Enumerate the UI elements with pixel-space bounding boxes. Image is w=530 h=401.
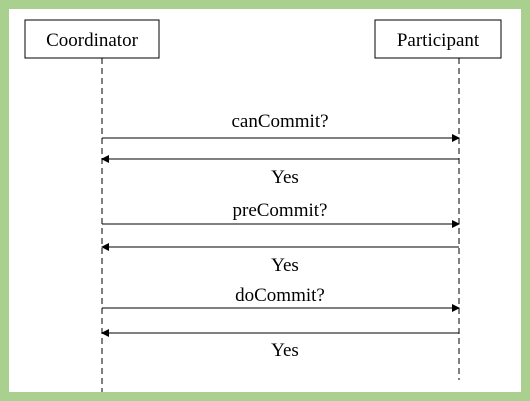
message-label: canCommit?	[231, 111, 328, 132]
message-label: doCommit?	[235, 285, 325, 306]
sequence-diagram: Coordinator Participant canCommit? Yes p…	[24, 19, 502, 392]
coordinator-box: Coordinator	[24, 19, 160, 59]
coordinator-label: Coordinator	[46, 30, 138, 51]
participant-box: Participant	[374, 19, 502, 59]
message-cancommit: canCommit?	[102, 111, 460, 142]
participant-label: Participant	[397, 30, 480, 51]
message-yes-2: Yes	[101, 243, 459, 276]
message-label: Yes	[271, 167, 299, 188]
message-label: preCommit?	[233, 200, 328, 221]
message-label: Yes	[271, 340, 299, 361]
message-precommit: preCommit?	[102, 200, 460, 228]
message-yes-3: Yes	[101, 329, 459, 361]
message-label: Yes	[271, 255, 299, 276]
message-yes-1: Yes	[101, 155, 459, 188]
message-docommit: doCommit?	[102, 285, 460, 312]
